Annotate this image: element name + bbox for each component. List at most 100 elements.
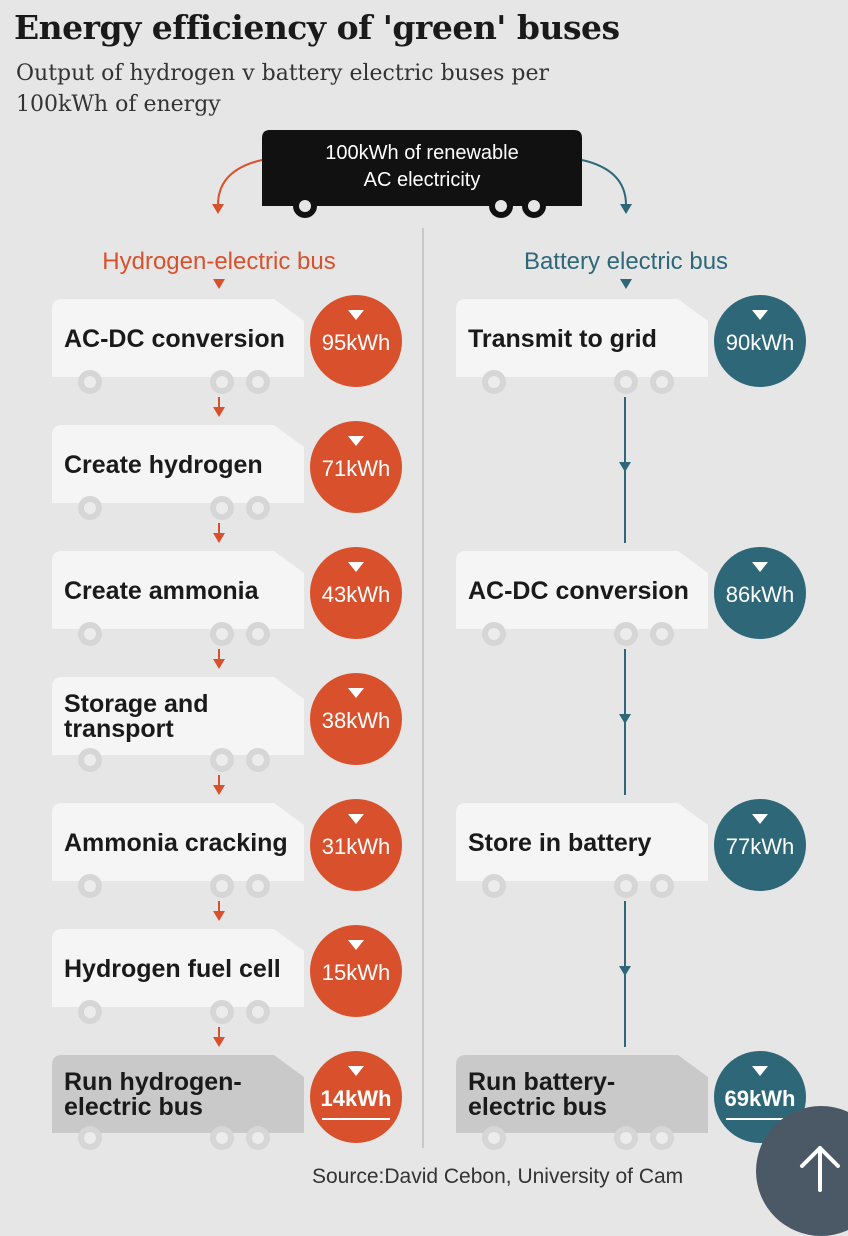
bus-hub — [656, 628, 668, 640]
source-bus-label-line2: AC electricity — [364, 169, 481, 191]
bus-hub — [620, 1132, 632, 1144]
bus-hub — [656, 1132, 668, 1144]
hydrogen-value-badge — [310, 673, 402, 765]
down-triangle-icon — [348, 688, 364, 698]
hydrogen-step-label: Create hydrogen — [64, 451, 263, 479]
battery-step-value: 86kWh — [726, 582, 794, 607]
hydrogen-connector-arrow — [213, 659, 225, 669]
bus-hub — [488, 1132, 500, 1144]
down-triangle-icon — [348, 436, 364, 446]
bus-hub — [252, 628, 264, 640]
hydrogen-step-value: 71kWh — [322, 456, 390, 481]
hydrogen-heading: Hydrogen-electric bus — [102, 248, 335, 275]
down-triangle-icon — [752, 1066, 768, 1076]
hydrogen-step-value: 14kWh — [321, 1086, 392, 1111]
bus-body — [52, 803, 304, 881]
hydrogen-step-bus — [52, 425, 304, 520]
bus-hub — [84, 880, 96, 892]
hydrogen-step-bus — [52, 929, 304, 1024]
bus-hub — [216, 880, 228, 892]
down-triangle-icon — [752, 814, 768, 824]
source-bus-hub — [528, 200, 540, 212]
bus-hub — [252, 880, 264, 892]
bus-hub — [488, 628, 500, 640]
hydrogen-connector-arrow — [213, 533, 225, 543]
hydrogen-step-bus — [52, 803, 304, 898]
hydrogen-value-badge — [310, 799, 402, 891]
bus-body — [52, 677, 304, 755]
battery-step-label: Transmit to grid — [468, 325, 657, 353]
hydrogen-step-label-line2: electric bus — [64, 1093, 203, 1121]
bus-hub — [84, 1006, 96, 1018]
battery-step-label-line1: Run battery- — [468, 1068, 615, 1096]
source-bus-body — [262, 130, 582, 206]
bus-hub — [216, 628, 228, 640]
hydrogen-heading-arrow — [213, 279, 225, 289]
hydrogen-connector-arrow — [213, 911, 225, 921]
down-triangle-icon — [752, 562, 768, 572]
bus-hub — [84, 1132, 96, 1144]
battery-step-value: 69kWh — [725, 1086, 796, 1111]
hydrogen-step-label-line1: Run hydrogen- — [64, 1068, 242, 1096]
hydrogen-step-bus — [52, 1055, 304, 1150]
bus-hub — [216, 376, 228, 388]
bus-hub — [620, 628, 632, 640]
hydrogen-step-bus — [52, 299, 304, 394]
battery-connector-arrow — [619, 714, 631, 724]
hydrogen-value-badge — [310, 295, 402, 387]
battery-heading-arrow — [620, 279, 632, 289]
bus-hub — [252, 502, 264, 514]
battery-heading: Battery electric bus — [524, 248, 728, 275]
bus-hub — [252, 1132, 264, 1144]
bus-body — [456, 551, 708, 629]
battery-flow-arrow — [620, 204, 632, 214]
hydrogen-value-badge — [310, 925, 402, 1017]
down-triangle-icon — [348, 940, 364, 950]
battery-value-badge — [714, 547, 806, 639]
bus-hub — [656, 376, 668, 388]
hydrogen-connector-arrow — [213, 785, 225, 795]
battery-flow-curve — [581, 159, 627, 206]
battery-step-label: Store in battery — [468, 829, 651, 857]
bus-body — [52, 551, 304, 629]
battery-step-label-line2: electric bus — [468, 1093, 607, 1121]
bus-hub — [252, 1006, 264, 1018]
bus-hub — [216, 1132, 228, 1144]
hydrogen-step-label: Create ammonia — [64, 577, 260, 605]
bus-hub — [620, 880, 632, 892]
bus-body — [52, 299, 304, 377]
source-bus-label-line1: 100kWh of renewable — [325, 142, 518, 164]
bus-hub — [216, 502, 228, 514]
bus-hub — [252, 376, 264, 388]
hydrogen-step-value: 31kWh — [322, 834, 390, 859]
hydrogen-step-value: 95kWh — [322, 330, 390, 355]
bus-hub — [620, 376, 632, 388]
battery-value-badge — [714, 799, 806, 891]
down-triangle-icon — [348, 814, 364, 824]
bus-hub — [216, 1006, 228, 1018]
battery-connector-arrow — [619, 462, 631, 472]
hydrogen-step-label-line1: Storage and — [64, 690, 208, 718]
battery-value-badge — [714, 295, 806, 387]
hydrogen-step-label-line2: transport — [64, 715, 174, 743]
hydrogen-step-bus — [52, 677, 304, 772]
bus-body — [456, 803, 708, 881]
battery-step-bus — [456, 551, 708, 646]
source-bus-hub — [299, 200, 311, 212]
battery-step-bus — [456, 299, 708, 394]
bus-hub — [216, 754, 228, 766]
hydrogen-value-badge — [310, 421, 402, 513]
bus-hub — [656, 880, 668, 892]
hydrogen-step-value: 38kWh — [322, 708, 390, 733]
hydrogen-value-badge — [310, 547, 402, 639]
battery-step-value: 77kWh — [726, 834, 794, 859]
bus-hub — [84, 754, 96, 766]
hydrogen-step-label: AC-DC conversion — [64, 325, 285, 353]
bus-hub — [488, 880, 500, 892]
bus-hub — [252, 754, 264, 766]
arrow-up-icon — [800, 1146, 840, 1192]
hydrogen-connector-arrow — [213, 1037, 225, 1047]
hydrogen-flow-arrow — [212, 204, 224, 214]
hydrogen-step-value: 15kWh — [322, 960, 390, 985]
bus-body — [52, 425, 304, 503]
